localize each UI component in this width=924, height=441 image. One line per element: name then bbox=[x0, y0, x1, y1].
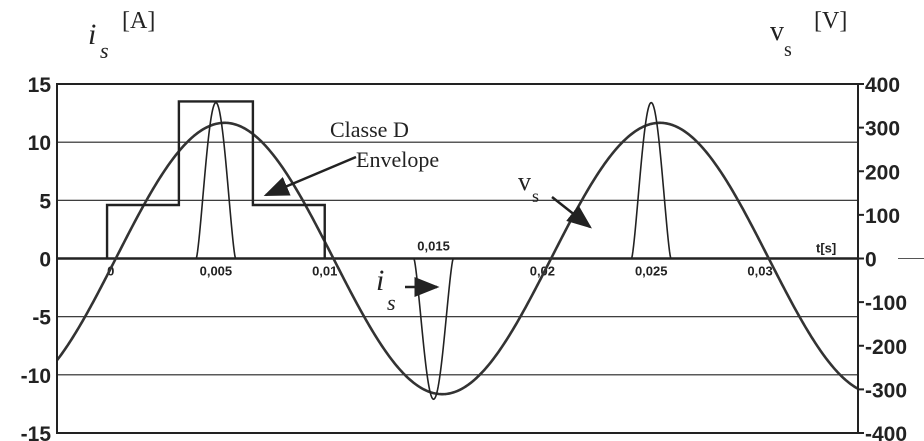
right-tick-label: -200 bbox=[865, 336, 907, 359]
x-tick-label: 0,015 bbox=[417, 239, 450, 254]
left-tick-label: -10 bbox=[21, 365, 51, 388]
left-tick-label: 5 bbox=[39, 190, 51, 213]
left-tick-label: 15 bbox=[28, 74, 52, 97]
series-is-pulse-2 bbox=[630, 101, 672, 259]
left-axis-symbol: i bbox=[88, 18, 96, 51]
right-tick-label: 400 bbox=[865, 74, 900, 97]
envelope-arrow bbox=[263, 155, 357, 197]
right-axis-unit: [V] bbox=[814, 8, 847, 34]
right-tick-label: 0 bbox=[865, 249, 877, 272]
x-tick-label: 0,005 bbox=[200, 264, 233, 279]
series-is-pulse-0 bbox=[195, 101, 237, 259]
left-axis-subscript: s bbox=[100, 38, 109, 63]
annotation-is-symbol: i bbox=[376, 264, 384, 297]
right-tick-label: 200 bbox=[865, 161, 900, 184]
right-axis-symbol: v bbox=[770, 16, 784, 47]
plot-frame bbox=[56, 83, 859, 434]
right-tick-label: -300 bbox=[865, 379, 907, 402]
left-axis-unit: [A] bbox=[122, 8, 155, 34]
series-group bbox=[55, 100, 859, 401]
right-tick-label: 100 bbox=[865, 205, 900, 228]
right-axis-subscript: s bbox=[784, 39, 792, 61]
left-tick-label: 0 bbox=[39, 249, 51, 272]
right-tick-label: -400 bbox=[865, 423, 907, 441]
left-tick-label: -15 bbox=[21, 423, 52, 441]
x-tick-label: 0,02 bbox=[530, 264, 555, 279]
left-tick-label: 10 bbox=[28, 132, 51, 155]
series-vs-line bbox=[55, 121, 859, 396]
annotation-is-sub: s bbox=[387, 290, 396, 315]
grid-lines bbox=[57, 141, 858, 376]
right-tick-label: 300 bbox=[865, 118, 900, 141]
x-tick-label: 0,025 bbox=[635, 264, 668, 279]
x-tick-label: 0,03 bbox=[747, 264, 772, 279]
series-classe-d-envelope bbox=[105, 100, 326, 259]
left-tick-labels: 15 10 5 0 -5 -10 -15 bbox=[21, 74, 52, 441]
x-axis-label: t[s] bbox=[816, 241, 836, 256]
annotation-classe-d: Classe D bbox=[330, 117, 409, 142]
left-tick-label: -5 bbox=[32, 307, 51, 330]
series-is-pulse-1 bbox=[413, 258, 454, 401]
annotation-envelope: Envelope bbox=[356, 147, 439, 172]
right-tick-label: -100 bbox=[865, 292, 907, 315]
x-tick-label: 0,01 bbox=[312, 264, 337, 279]
annotation-vs-symbol: v bbox=[518, 167, 531, 196]
right-tick-labels: 400 300 200 100 0 -100 -200 -300 -400 bbox=[858, 74, 924, 441]
annotation-vs-sub: s bbox=[532, 186, 539, 206]
vs-arrow bbox=[551, 196, 592, 229]
